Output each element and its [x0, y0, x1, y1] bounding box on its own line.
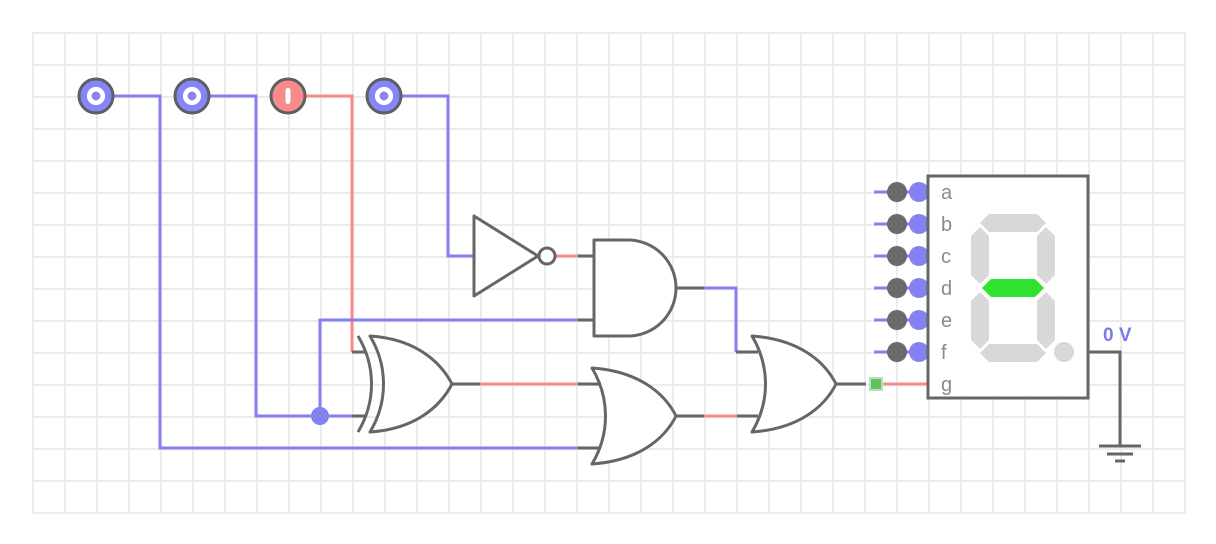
- not-gate[interactable]: [472, 214, 557, 298]
- segment-dp: [1054, 342, 1074, 362]
- wire-branch-to-and[interactable]: [318, 318, 578, 416]
- logic-input-toggle-1[interactable]: [77, 77, 115, 115]
- wires-high[interactable]: [305, 94, 928, 418]
- segment-c: [1037, 292, 1055, 349]
- segment-f: [971, 227, 989, 284]
- segment-e: [971, 292, 989, 349]
- or-gate-1[interactable]: [590, 366, 678, 466]
- segment-d: [980, 344, 1046, 362]
- gate-pin-stubs: [352, 254, 866, 450]
- xor-gate[interactable]: [356, 334, 454, 434]
- wire-and-to-or2[interactable]: [704, 286, 738, 352]
- pin-dot[interactable]: [909, 246, 929, 266]
- segment-g: [982, 279, 1044, 297]
- display-pin-stubs: [874, 182, 929, 362]
- segment-a: [980, 214, 1046, 232]
- wire-junction-dot: [311, 407, 329, 425]
- wire-end-dot: [887, 182, 907, 202]
- wire-input1-to-or1[interactable]: [113, 94, 578, 450]
- and-gate[interactable]: [592, 238, 678, 338]
- pin-dot[interactable]: [909, 310, 929, 330]
- or-gate-2[interactable]: [750, 334, 838, 434]
- pin-dot[interactable]: [909, 278, 929, 298]
- wire-end-dot: [887, 214, 907, 234]
- wire-input3-to-xor[interactable]: [305, 94, 354, 352]
- display-pin-label-f: f: [941, 342, 947, 364]
- voltage-label: 0 V: [1103, 325, 1132, 346]
- logic-input-toggle-2[interactable]: [173, 77, 211, 115]
- value-0-glyph: [182, 86, 202, 106]
- pin-dot[interactable]: [909, 182, 929, 202]
- seven-segment-display[interactable]: a b c d e f g: [874, 174, 1090, 400]
- wire-end-dot: [887, 278, 907, 298]
- value-0-glyph: [374, 86, 394, 106]
- value-0-glyph: [86, 86, 106, 106]
- inverter-bubble: [537, 246, 557, 266]
- output-node-marker: [869, 377, 883, 391]
- value-1-glyph: [285, 88, 291, 104]
- display-pin-label-b: b: [941, 214, 952, 236]
- segment-b: [1037, 227, 1055, 284]
- wire-end-dot: [887, 310, 907, 330]
- logic-input-toggle-3[interactable]: [269, 77, 307, 115]
- display-pin-label-g: g: [941, 374, 952, 396]
- wires-low[interactable]: [113, 94, 738, 450]
- wire-input4-to-not[interactable]: [401, 94, 474, 258]
- pin-dot[interactable]: [909, 214, 929, 234]
- ground-symbol[interactable]: [1099, 444, 1141, 463]
- wire-display-to-ground[interactable]: [1088, 350, 1122, 446]
- wire-end-dot: [887, 342, 907, 362]
- ground-connection[interactable]: 0 V: [1088, 325, 1141, 463]
- display-pin-label-a: a: [941, 182, 953, 204]
- logic-input-toggle-4[interactable]: [365, 77, 403, 115]
- display-pin-label-c: c: [941, 246, 951, 268]
- pin-dot[interactable]: [909, 342, 929, 362]
- display-pin-label-d: d: [941, 278, 952, 300]
- display-pin-label-e: e: [941, 310, 952, 332]
- xor-extra-arc: [356, 335, 373, 433]
- wire-end-dot: [887, 246, 907, 266]
- wire-input2-to-xor[interactable]: [209, 94, 352, 418]
